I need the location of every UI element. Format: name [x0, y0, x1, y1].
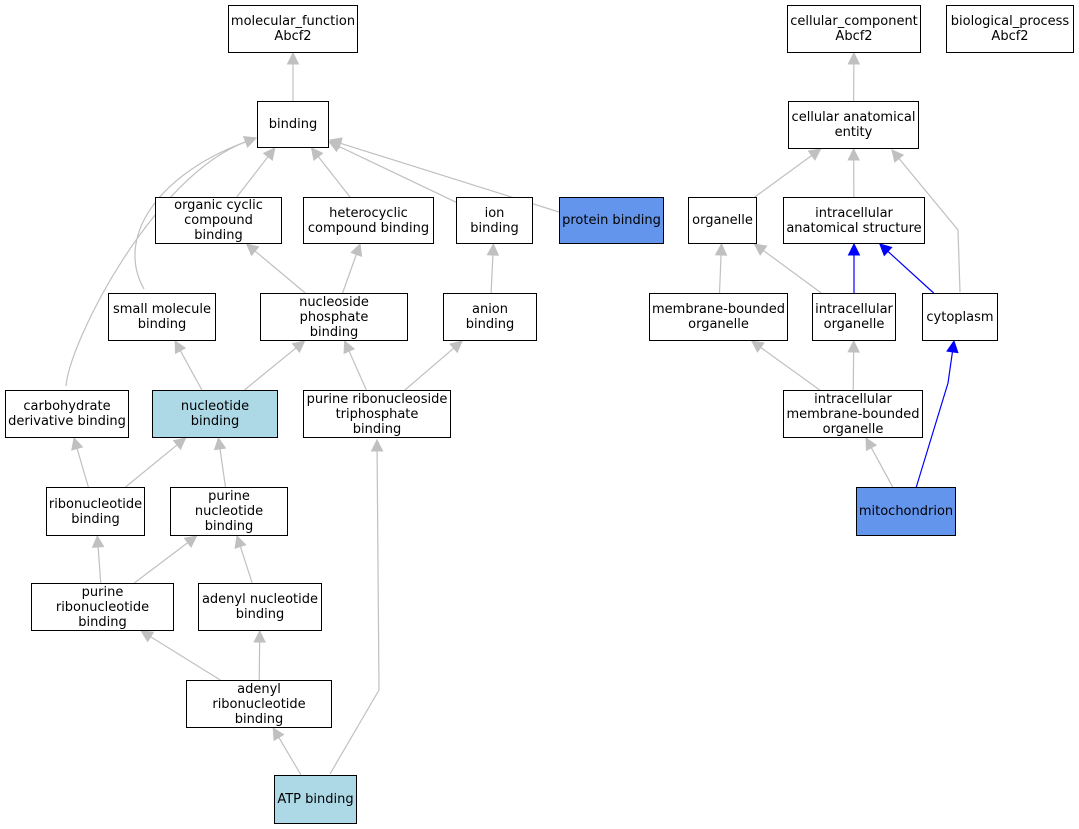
- node-purine-ribonucleotide-binding[interactable]: purine ribonucleotide binding: [31, 583, 174, 631]
- arrowhead-mito-to-imbo: [865, 437, 878, 452]
- arrowhead-npb-to-ocb: [245, 243, 260, 257]
- arrowhead-rnb-to-nucb: [172, 437, 187, 451]
- edge-prnb-to-rnb: [97, 546, 102, 584]
- edge-anionb-to-ionb: [490, 254, 494, 294]
- arrowhead-npb-to-hcb: [350, 242, 363, 257]
- arrowhead-cdb-to-binding: [243, 136, 258, 148]
- node-nucleoside-phosphate-binding[interactable]: nucleoside phosphate binding: [260, 293, 408, 341]
- node-membrane-bounded-organelle[interactable]: membrane-bounded organelle: [649, 293, 788, 341]
- edge-ocb-to-binding: [236, 156, 269, 198]
- edge-rnb-to-nucb: [125, 444, 178, 488]
- edge-organelle-to-cae: [754, 154, 813, 198]
- edge-prtb-to-npb: [348, 350, 367, 391]
- edge-hcb-to-binding: [317, 156, 351, 198]
- node-cytoplasm[interactable]: cytoplasm: [922, 293, 998, 341]
- arrowhead-io-to-organelle: [753, 243, 768, 256]
- node-ribonucleotide-binding[interactable]: ribonucleotide binding: [46, 487, 145, 536]
- edge-arnb-to-prnb: [150, 636, 221, 681]
- edge-mito-to-imbo: [870, 447, 894, 488]
- node-ion-binding[interactable]: ion binding: [456, 197, 533, 244]
- arrowhead-prtb-to-npb: [343, 339, 356, 355]
- arrowhead-hcb-to-binding: [310, 147, 324, 161]
- arrowhead-organelle-to-cae: [807, 148, 822, 161]
- arrowhead-mito-to-cyto: [946, 339, 959, 354]
- arrowhead-arnb-to-prnb: [140, 630, 155, 643]
- arrowhead-cyto-to-ias: [878, 243, 893, 257]
- node-mitochondrion[interactable]: mitochondrion: [856, 487, 956, 536]
- edge-cdb-to-binding: [65, 141, 246, 387]
- edge-npb-to-hcb: [342, 254, 357, 294]
- node-cellular-anatomical-entity[interactable]: cellular anatomical entity: [788, 101, 919, 149]
- arrowhead-atpb-to-prtb: [370, 438, 384, 452]
- edge-smb-to-binding: [134, 141, 246, 290]
- edge-anb-to-pnb: [239, 546, 253, 584]
- edge-prtb-to-anionb: [404, 347, 455, 391]
- arrowhead-rnb-to-cdb: [71, 436, 84, 451]
- edge-atpb-to-arnb: [278, 737, 302, 776]
- arrowhead-ocb-to-binding: [262, 147, 276, 161]
- arrowhead-binding-to-mf: [286, 51, 300, 65]
- edge-npb-to-ocb: [254, 250, 306, 294]
- node-organelle[interactable]: organelle: [688, 197, 757, 244]
- arrowhead-cae-to-cc: [847, 51, 861, 65]
- node-adenyl-nucleotide-binding[interactable]: adenyl nucleotide binding: [198, 583, 322, 631]
- edge-rnb-to-cdb: [76, 448, 89, 488]
- node-intracellular-anatomical-structure[interactable]: intracellular anatomical structure: [783, 197, 925, 244]
- arrowhead-nucb-to-smb: [174, 340, 187, 355]
- node-purine-nucleotide-binding[interactable]: purine nucleotide binding: [170, 487, 288, 536]
- arrowhead-nucb-to-npb: [291, 340, 306, 354]
- edge-mito-to-cyto: [915, 351, 954, 489]
- node-adenyl-ribonucleotide-binding[interactable]: adenyl ribonucleotide binding: [186, 680, 332, 728]
- edge-pnb-to-nucb: [219, 448, 227, 488]
- node-carbohydrate-derivative-binding[interactable]: carbohydrate derivative binding: [5, 390, 129, 438]
- arrowhead-protb-to-binding: [328, 137, 343, 150]
- edge-nucb-to-npb: [244, 347, 297, 391]
- node-nucleotide-binding[interactable]: nucleotide binding: [152, 390, 278, 438]
- node-biological-process[interactable]: biological_process Abcf2: [946, 5, 1074, 53]
- arrowhead-cyto-to-cae: [891, 149, 905, 163]
- node-intracellular-organelle[interactable]: intracellular organelle: [812, 293, 896, 341]
- node-purine-ribonucleoside-triphosphate-binding[interactable]: purine ribonucleoside triphosphate bindi…: [303, 390, 451, 438]
- edge-mbo-to-organelle: [718, 254, 722, 294]
- node-molecular-function[interactable]: molecular_function Abcf2: [228, 5, 358, 53]
- arrowhead-imbo-to-mbo: [750, 340, 765, 353]
- arrowhead-prnb-to-pnb: [183, 535, 198, 548]
- edge-imbo-to-mbo: [760, 346, 821, 391]
- arrowhead-pnb-to-nucb: [213, 436, 227, 451]
- node-organic-cyclic-compound-binding[interactable]: organic cyclic compound binding: [155, 197, 282, 244]
- arrowhead-anionb-to-ionb: [486, 242, 500, 256]
- arrowhead-ias-to-cae: [847, 147, 860, 161]
- edge-prnb-to-pnb: [133, 542, 189, 584]
- arrowhead-prtb-to-anionb: [449, 340, 463, 354]
- edge-cyto-to-cae: [898, 158, 961, 293]
- arrowhead-io-to-ias: [847, 242, 861, 256]
- node-intracellular-membrane-bounded-organelle[interactable]: intracellular membrane-bounded organelle: [783, 390, 923, 438]
- node-anion-binding[interactable]: anion binding: [443, 293, 537, 341]
- node-protein-binding[interactable]: protein binding: [559, 197, 664, 244]
- edge-nucb-to-smb: [179, 350, 203, 391]
- arrowhead-arnb-to-anb: [253, 629, 266, 643]
- arrowhead-prnb-to-rnb: [91, 534, 105, 548]
- node-binding[interactable]: binding: [257, 101, 329, 148]
- edge-ionb-to-binding: [338, 145, 457, 203]
- edge-atpb-to-prtb: [329, 450, 380, 775]
- arrowhead-atpb-to-arnb: [272, 727, 285, 742]
- node-cellular-component[interactable]: cellular_component Abcf2: [787, 5, 921, 53]
- node-small-molecule-binding[interactable]: small molecule binding: [108, 293, 216, 341]
- arrowhead-imbo-to-io: [847, 339, 860, 353]
- node-atp-binding[interactable]: ATP binding: [274, 775, 357, 824]
- edge-cyto-to-ias: [887, 250, 935, 294]
- arrowhead-mbo-to-organelle: [714, 242, 728, 256]
- node-heterocyclic-compound-binding[interactable]: heterocyclic compound binding: [303, 197, 434, 244]
- arrowhead-anb-to-pnb: [234, 534, 247, 549]
- edge-io-to-organelle: [763, 250, 822, 294]
